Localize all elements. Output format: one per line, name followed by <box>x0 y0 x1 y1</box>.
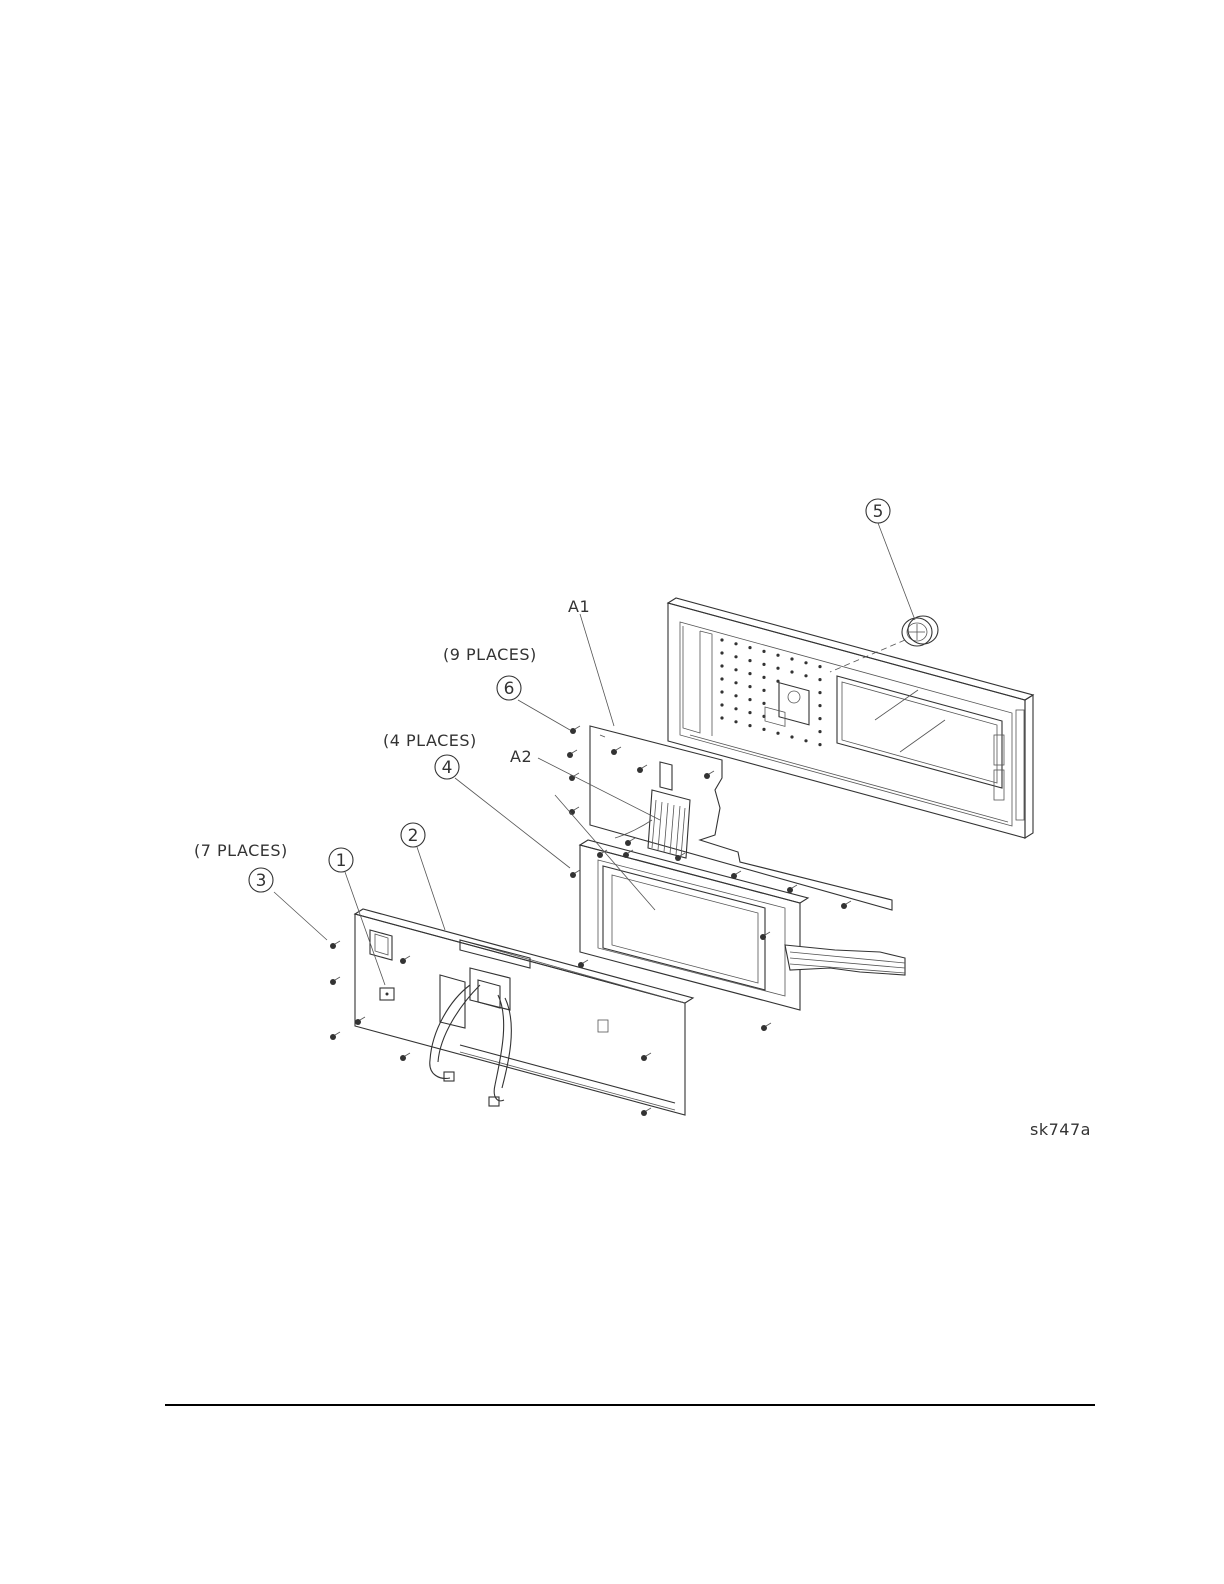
keypad-hole <box>748 698 751 701</box>
keypad-hole <box>818 730 821 733</box>
keypad-hole <box>776 732 779 735</box>
keypad-hole <box>790 735 793 738</box>
screw <box>841 901 851 909</box>
svg-text:3: 3 <box>256 871 267 891</box>
callout-2: 2 <box>401 823 425 847</box>
keypad-hole <box>818 678 821 681</box>
keypad-hole <box>720 651 723 654</box>
keypad-hole <box>762 676 765 679</box>
keypad-hole <box>762 650 765 653</box>
keypad-hole <box>748 711 751 714</box>
screw <box>330 1032 340 1040</box>
keypad-hole <box>748 672 751 675</box>
screw <box>625 838 635 846</box>
svg-text:6: 6 <box>504 679 515 699</box>
keypad-hole <box>734 707 737 710</box>
keypad-hole <box>804 739 807 742</box>
keypad-hole <box>748 659 751 662</box>
callout-3: 3 <box>249 868 273 892</box>
keypad-hole <box>818 704 821 707</box>
drawing-id: sk747a <box>1030 1120 1091 1139</box>
rpg-knob <box>902 616 938 646</box>
screw <box>570 726 580 734</box>
screw <box>330 977 340 985</box>
keypad-hole <box>804 661 807 664</box>
keypad-hole <box>720 664 723 667</box>
callout-6: 6 <box>497 676 521 700</box>
screw <box>570 870 580 878</box>
keypad-hole <box>734 642 737 645</box>
keypad-hole <box>804 674 807 677</box>
screw <box>330 941 340 949</box>
keypad-hole <box>818 717 821 720</box>
keypad-hole <box>748 646 751 649</box>
keypad-hole <box>748 685 751 688</box>
keypad-hole <box>720 716 723 719</box>
keypad-hole <box>790 657 793 660</box>
screw <box>569 807 579 815</box>
screw <box>731 871 741 879</box>
callout-4: 4 <box>435 755 459 779</box>
screw <box>567 750 577 758</box>
label-4-places: (4 PLACES) <box>383 731 477 750</box>
keypad-hole <box>818 691 821 694</box>
label-a1: A1 <box>568 597 590 616</box>
keypad-hole <box>720 638 723 641</box>
screw <box>623 850 633 858</box>
keypad-hole <box>720 690 723 693</box>
svg-text:5: 5 <box>873 502 884 522</box>
label-a2: A2 <box>510 747 532 766</box>
keypad-hole <box>762 663 765 666</box>
keypad-hole <box>734 681 737 684</box>
keypad-hole <box>734 668 737 671</box>
svg-text:1: 1 <box>336 851 347 871</box>
keypad-hole <box>762 702 765 705</box>
keypad-hole <box>720 677 723 680</box>
front-frame <box>668 598 1033 838</box>
screw <box>641 1108 651 1116</box>
keypad-hole <box>734 694 737 697</box>
keypad-hole <box>790 670 793 673</box>
label-7-places: (7 PLACES) <box>194 841 288 860</box>
keypad-hole <box>762 728 765 731</box>
label-9-places: (9 PLACES) <box>443 645 537 664</box>
keypad-hole <box>818 743 821 746</box>
svg-text:4: 4 <box>442 758 453 778</box>
callout-1: 1 <box>329 848 353 872</box>
callout-5: 5 <box>866 499 890 523</box>
svg-text:2: 2 <box>408 826 419 846</box>
keypad-hole <box>734 720 737 723</box>
keypad-hole <box>734 655 737 658</box>
screw <box>761 1023 771 1031</box>
screw <box>787 885 797 893</box>
keypad-hole <box>776 654 779 657</box>
keypad-hole <box>748 724 751 727</box>
footer-rule <box>165 1404 1095 1406</box>
keypad-hole <box>720 703 723 706</box>
keypad-hole <box>776 667 779 670</box>
screw <box>578 960 588 968</box>
keypad-hole <box>818 665 821 668</box>
screw <box>400 1053 410 1061</box>
keypad-hole <box>762 689 765 692</box>
